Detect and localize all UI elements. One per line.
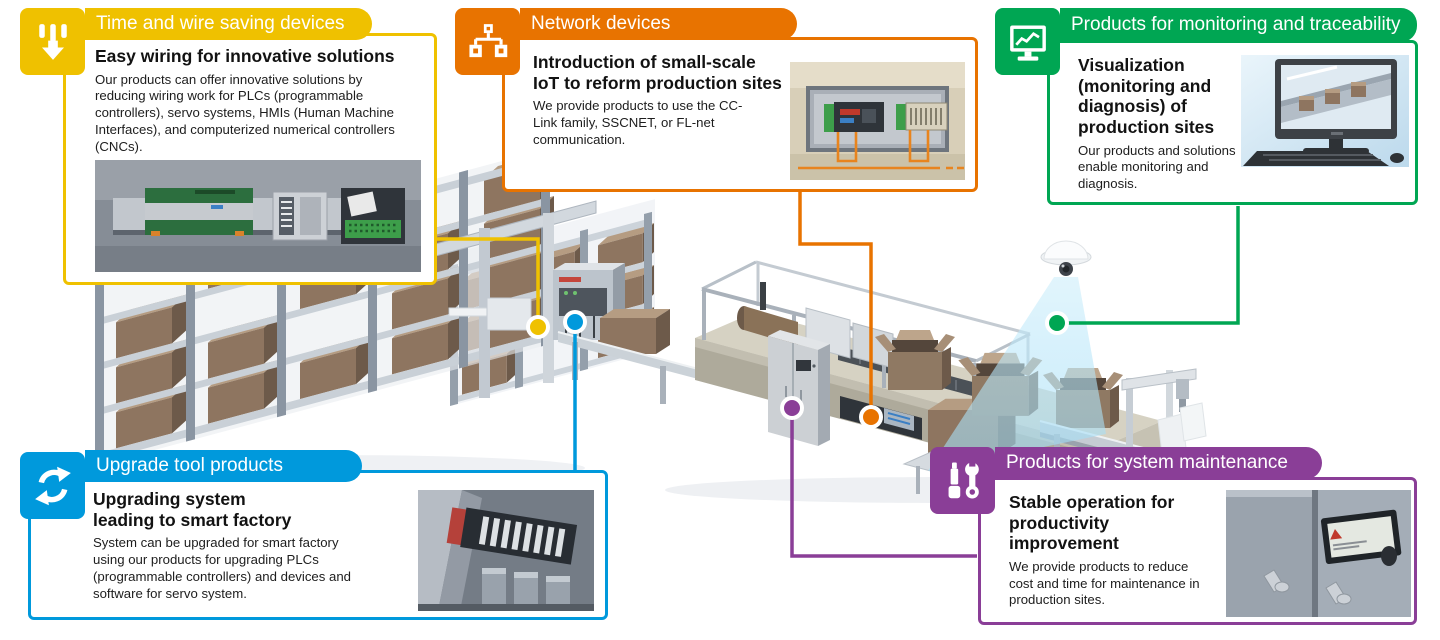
cabinet-hmi-panel-photo	[1226, 490, 1411, 617]
network-tree-icon	[455, 8, 520, 75]
callout-body: We provide products to reduce cost and t…	[1009, 558, 1200, 608]
callout-header: Network devices	[520, 8, 797, 40]
plc-upgrade-rack-photo	[418, 490, 594, 611]
callout-panel: Easy wiring for innovative solutions Our…	[63, 33, 437, 285]
callout-header-label: Products for monitoring and traceability	[1071, 14, 1401, 35]
callout-title: Stable operation for productivity improv…	[1009, 492, 1175, 554]
callout-header: Products for system maintenance	[995, 447, 1322, 479]
callout-panel: Upgrading system leading to smart factor…	[28, 470, 608, 620]
connector-upgrade	[563, 310, 587, 471]
callout-title: Visualization (monitoring and diagnosis)…	[1078, 55, 1215, 137]
callout-title: Introduction of small-scale IoT to refor…	[533, 52, 782, 93]
wiring-down-arrow-icon	[20, 8, 85, 75]
callout-body: We provide products to use the CC-Link f…	[533, 98, 743, 147]
callout-header-label: Network devices	[531, 13, 671, 34]
callout-title: Easy wiring for innovative solutions	[95, 46, 395, 66]
callout-header-label: Upgrade tool products	[96, 455, 283, 476]
control-cabinet	[768, 330, 830, 446]
connector-time-wire	[437, 237, 550, 339]
callout-title: Upgrading system leading to smart factor…	[93, 489, 292, 530]
callout-panel: Stable operation for productivity improv…	[978, 477, 1417, 625]
connector-monitoring	[1045, 206, 1240, 335]
callout-panel: Introduction of small-scale IoT to refor…	[502, 37, 978, 192]
connector-maintenance	[780, 396, 977, 558]
screwdriver-wrench-icon	[930, 447, 995, 514]
callout-header-label: Time and wire saving devices	[96, 13, 345, 34]
callout-body: Our products and solutions enable monito…	[1078, 142, 1236, 192]
surveillance-camera	[1040, 240, 1092, 276]
callout-body: System can be upgraded for smart factory…	[93, 535, 352, 601]
refresh-arrows-icon	[20, 452, 85, 519]
pick-and-place-robot	[1121, 368, 1197, 464]
callout-header: Time and wire saving devices	[85, 8, 372, 40]
callout-header: Products for monitoring and traceability	[1060, 8, 1417, 42]
monitor-chart-icon	[995, 8, 1060, 75]
din-rail-wiring-devices-photo	[95, 160, 421, 273]
ghost-boxes	[1157, 402, 1207, 455]
callout-header-label: Products for system maintenance	[1006, 452, 1288, 473]
network-control-panel-photo	[790, 62, 965, 180]
monitoring-computer-photo	[1241, 55, 1409, 167]
callout-body: Our products can offer innovative soluti…	[95, 71, 395, 154]
callout-panel: Visualization (monitoring and diagnosis)…	[1047, 40, 1418, 205]
connector-network	[798, 192, 883, 429]
callout-header: Upgrade tool products	[85, 450, 362, 482]
